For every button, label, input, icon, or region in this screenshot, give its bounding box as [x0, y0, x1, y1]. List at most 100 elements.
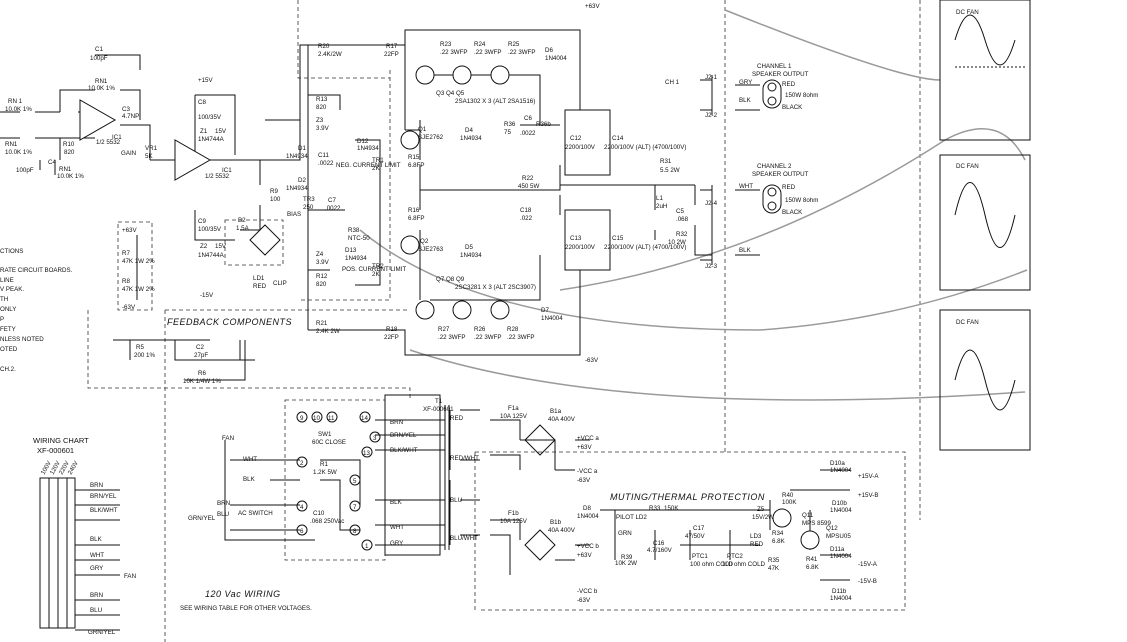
c2-val: 27pF — [194, 352, 208, 359]
row-blk: BLK — [90, 536, 103, 543]
q345-val: 2SA1302 X 3 (ALT 2SA1516) — [455, 98, 535, 105]
speaker-terminals — [762, 79, 782, 214]
r13-val: 820 — [316, 104, 327, 111]
c8-val: 100/35V — [198, 114, 222, 121]
r34-ref: R34 — [772, 530, 784, 537]
d12-ref: D12 — [357, 138, 369, 145]
rn1b-ref: RN1 — [95, 78, 108, 85]
terminal-circles: 9 10 11 14 3 13 1 2 4 5 6 7 8 — [296, 411, 381, 551]
d11b-val: 1N4004 — [830, 595, 852, 602]
c11-val: .0022 — [318, 160, 334, 167]
r10-val: 820 — [64, 149, 75, 156]
b1b-val: 40A 400V — [548, 527, 576, 534]
ld3-ref: LD3 — [750, 533, 762, 540]
scope-label-2: DC FAN — [956, 163, 979, 170]
railbox-m63: -63V — [122, 304, 136, 311]
c3-ref: C3 — [122, 106, 130, 113]
term-13: 13 — [363, 450, 370, 457]
r7-val: 47K 1W 2% — [122, 258, 155, 265]
d7-ref: D7 — [541, 307, 549, 314]
ch1-sub: SPEAKER OUTPUT — [752, 71, 809, 78]
r39-val: 10K 2W — [615, 560, 637, 567]
c13-val: 2200/100V — [565, 244, 596, 251]
r18-val: 22FP — [384, 334, 399, 341]
row-brn-2: BRN — [90, 592, 103, 599]
b1a-val: 40A 400V — [548, 416, 576, 423]
q12-val: MPSU05 — [826, 533, 851, 540]
out-m15a: -15V-A — [858, 561, 878, 568]
d7-val: 1N4004 — [541, 315, 563, 322]
r17-ref: R17 — [386, 43, 398, 50]
r35-ref: R35 — [768, 557, 780, 564]
wiring-title: 120 Vac WIRING — [205, 589, 281, 599]
rail-p15: +15V — [198, 77, 213, 84]
r20-val: 2.4K/2W — [318, 51, 342, 58]
c1-ref: C1 — [95, 46, 103, 53]
c18-val: .022 — [520, 215, 533, 222]
ic1b-symbol — [174, 139, 212, 181]
q345-ref: Q3 Q4 Q5 — [436, 90, 465, 97]
ld2-val: GRN — [618, 530, 632, 537]
c15-ref: C15 — [612, 235, 624, 242]
d1-val: 1N4934 — [286, 153, 308, 160]
term-9: 9 — [300, 415, 304, 422]
r16-ref: R16 — [408, 207, 420, 214]
scope-label-3: DC FAN — [956, 319, 979, 326]
transistor-q11 — [772, 508, 792, 528]
power-labels: T1 XF-000601 F1a 10A 125V B1a 40A 400V F… — [124, 398, 576, 580]
r22-ref: R22 — [522, 175, 534, 182]
ic1b-val: 1/2 5532 — [205, 173, 230, 180]
vcc-b-pos: +VCC b — [577, 543, 599, 550]
d3-val: 1N4744A — [198, 136, 225, 143]
r33-val: 150K — [664, 505, 679, 512]
rn1b-val: 10.0K 1% — [88, 85, 115, 92]
b2-val: 1.5A — [236, 225, 250, 232]
ld3-val: RED — [750, 541, 764, 548]
q12-ref: Q12 — [826, 525, 838, 532]
ch2-pin-4: J2-4 — [705, 200, 718, 207]
f1b-ref: F1b — [508, 510, 519, 517]
z2-val: 15V — [215, 243, 227, 250]
c16-val: 4.7/160V — [647, 547, 673, 554]
rn1c-ref: RN1 — [5, 141, 18, 148]
ic1a-ref: IC1 — [112, 134, 122, 141]
c3-val: 4.7NP — [122, 113, 139, 120]
r22-val: 450 5W — [518, 183, 539, 190]
c2-ref: C2 — [196, 344, 204, 351]
row-gry: GRY — [90, 565, 103, 572]
c12-ref: C12 — [570, 135, 582, 142]
d10b-ref: D10b — [832, 500, 847, 507]
note-6: P — [0, 316, 4, 323]
b1b-ref: B1b — [550, 519, 562, 526]
transistor-q9 — [490, 300, 510, 320]
d2-val: 1N4934 — [286, 185, 308, 192]
d10b-val: 1N4004 — [830, 507, 852, 514]
r32-ref: R32 — [676, 231, 688, 238]
r13-ref: R13 — [316, 96, 328, 103]
ic1a-symbol — [79, 99, 117, 141]
ld2-ref: PILOT LD2 — [616, 514, 647, 521]
transformer-t1 — [384, 394, 450, 556]
railbox-p63: +63V — [122, 227, 137, 234]
r38-ref: R38 — [348, 227, 360, 234]
ch2-term-red: RED — [782, 184, 796, 191]
out-p15b: +15V-B — [858, 492, 878, 499]
r20-ref: R20 — [318, 43, 330, 50]
note-3: V PEAK. — [0, 286, 24, 293]
rn1c-val: 10.0K 1% — [5, 149, 32, 156]
c7-val: .0022 — [325, 205, 341, 212]
transistor-q8 — [452, 300, 472, 320]
r21-ref: R21 — [316, 320, 328, 327]
r9-ref: R9 — [270, 188, 278, 195]
t1-val: XF-000601 — [423, 406, 454, 413]
ch1-title: CHANNEL 1 — [757, 63, 792, 70]
output-stage-labels: R17 22FP R23 .22 3WFP R24 .22 3WFP R25 .… — [384, 41, 689, 341]
transistor-q5 — [490, 65, 510, 85]
note-10: CH.2. — [0, 366, 16, 373]
ch1-wire-gry: GRY — [739, 79, 752, 86]
d2-ref: D2 — [298, 177, 306, 184]
c17-ref: C17 — [693, 525, 705, 532]
d10a-val: 1N4004 — [830, 467, 852, 474]
r41-ref: R41 — [806, 556, 818, 563]
